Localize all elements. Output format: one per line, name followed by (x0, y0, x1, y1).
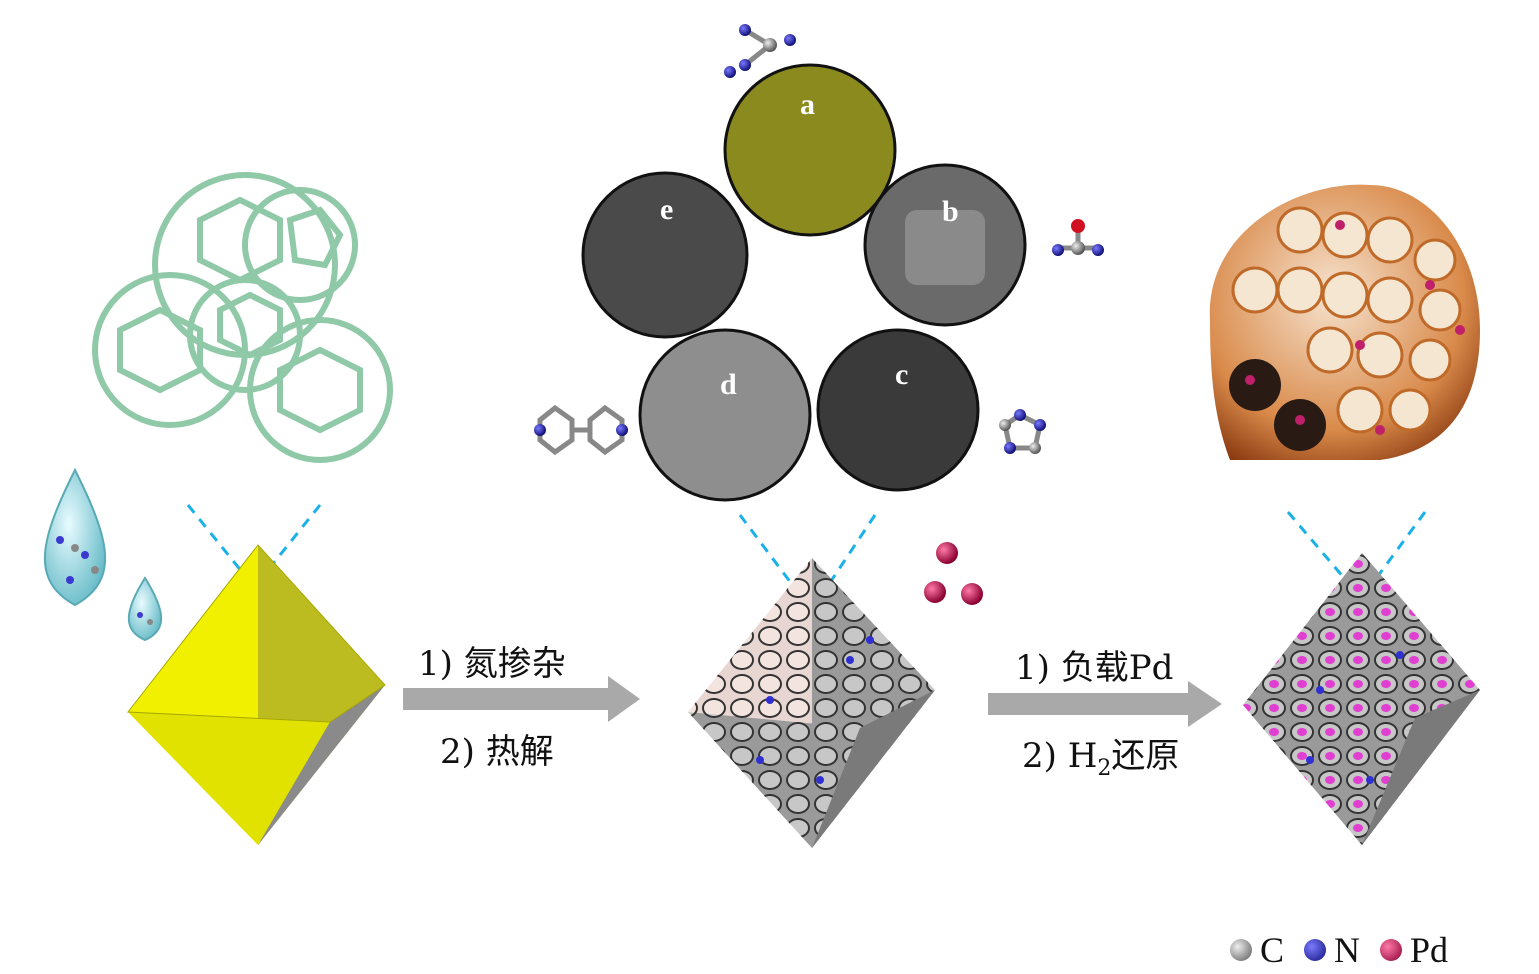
sem-label-a: a (800, 88, 815, 122)
sem-images (583, 65, 1025, 500)
triazole-icon (999, 409, 1046, 454)
sem-label-b: b (942, 195, 959, 229)
legend-carbon-icon (1230, 939, 1252, 961)
legend-nitrogen-icon (1304, 939, 1326, 961)
step2-line2-prefix: 2) H (1022, 736, 1097, 776)
step1-line2: 2) 热解 (440, 724, 554, 773)
legend: C N Pd (1230, 930, 1460, 970)
step1-line1: 1) 氮掺杂 (418, 636, 566, 685)
step2-line2-suffix: 还原 (1111, 736, 1179, 776)
pd-loaded-octahedron (1243, 553, 1480, 845)
honeycomb-hemisphere-icon (1210, 185, 1480, 460)
legend-palladium-icon (1380, 939, 1402, 961)
sem-image-d (640, 330, 810, 500)
step2-line2: 2) H2还原 (1022, 728, 1179, 781)
legend-label-n: N (1334, 929, 1360, 971)
precursor-droplet-icon (45, 470, 161, 640)
urea-icon (1052, 219, 1104, 256)
zeolite-octahedron (128, 545, 385, 845)
step2-line2-sub: 2 (1097, 756, 1111, 781)
pd-particles-icon (924, 542, 983, 605)
sem-label-e: e (660, 193, 673, 227)
bipyridine-icon (534, 408, 628, 452)
sem-image-c (818, 330, 978, 490)
step2-line1: 1) 负载Pd (1015, 640, 1173, 689)
legend-label-pd: Pd (1410, 929, 1448, 971)
sem-label-d: d (720, 368, 737, 402)
sem-label-c: c (895, 358, 908, 392)
zeolite-cage-cluster-icon (95, 175, 390, 460)
n-doped-carbon-octahedron (688, 558, 935, 848)
legend-label-c: C (1260, 929, 1284, 971)
